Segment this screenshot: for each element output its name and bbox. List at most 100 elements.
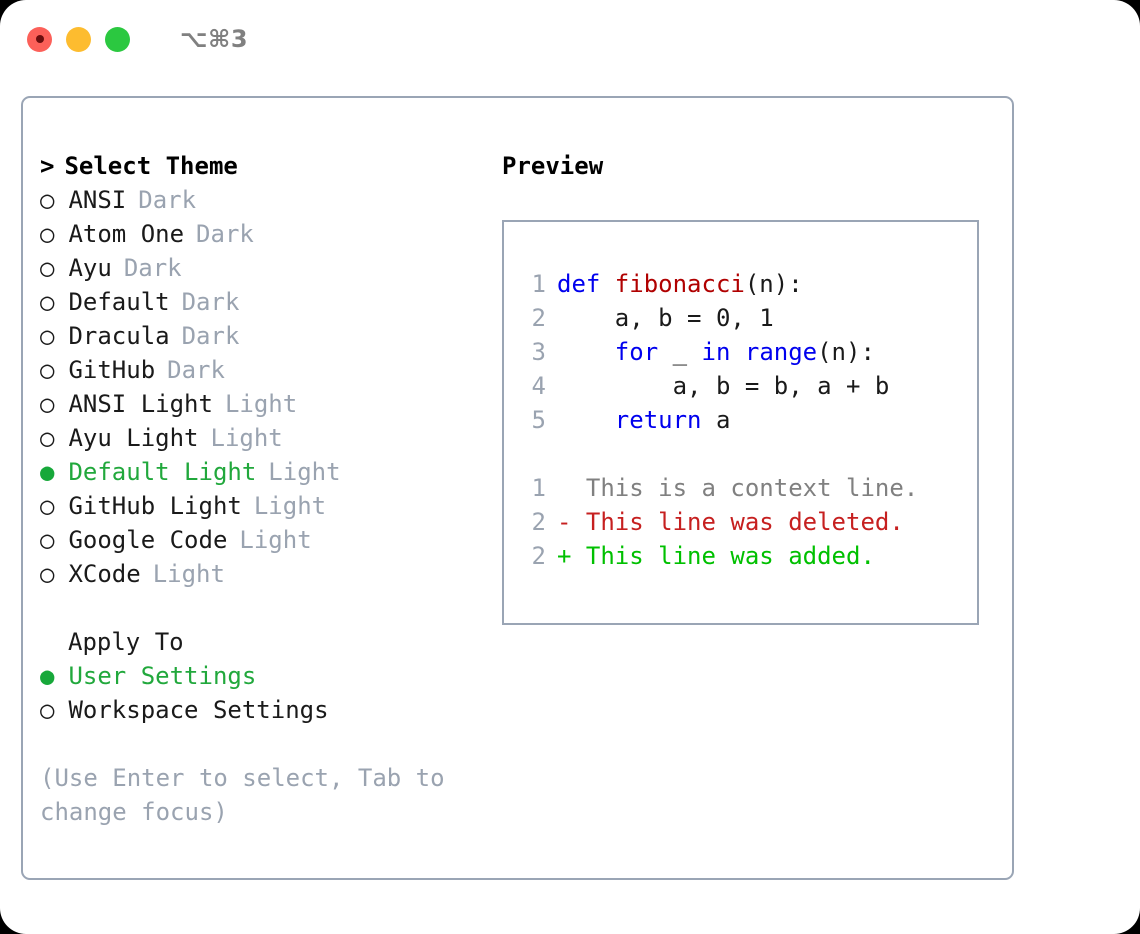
theme-variant-tag: Light bbox=[239, 526, 312, 554]
code-token: fibonacci bbox=[614, 270, 745, 298]
theme-name-label: Default bbox=[68, 288, 170, 316]
code-line: 3 for _ in range(n): bbox=[504, 335, 977, 369]
code-token: a, b = b, a + b bbox=[557, 372, 890, 400]
radio-unselected-icon: ○ bbox=[40, 322, 55, 350]
theme-list-item[interactable]: ○ Atom One Dark bbox=[40, 217, 500, 251]
theme-name-label: GitHub bbox=[68, 356, 156, 384]
caret-icon: > bbox=[40, 152, 55, 180]
theme-list-item[interactable]: ○ ANSI Dark bbox=[40, 183, 500, 217]
title-bar: ⌥⌘3 bbox=[0, 0, 1140, 78]
diff-line: 2- This line was deleted. bbox=[504, 505, 977, 539]
spacer bbox=[40, 591, 500, 625]
theme-picker-title: Select Theme bbox=[64, 152, 238, 180]
apply-to-option[interactable]: ○ Workspace Settings bbox=[40, 693, 500, 727]
theme-name-label: Dracula bbox=[68, 322, 170, 350]
line-number: 3 bbox=[531, 338, 546, 366]
theme-list-item[interactable]: ○ Ayu Dark bbox=[40, 251, 500, 285]
theme-list-item[interactable]: ○ Dracula Dark bbox=[40, 319, 500, 353]
theme-name-label: Google Code bbox=[68, 526, 228, 554]
diff-text: This is a context line. bbox=[571, 474, 919, 502]
line-number: 2 bbox=[531, 508, 546, 536]
theme-name-label: ANSI Light bbox=[68, 390, 213, 418]
apply-to-label: User Settings bbox=[68, 662, 257, 690]
theme-variant-tag: Dark bbox=[123, 254, 182, 282]
radio-unselected-icon: ○ bbox=[40, 424, 55, 452]
theme-name-label: Atom One bbox=[68, 220, 185, 248]
radio-unselected-icon: ○ bbox=[40, 254, 55, 282]
theme-name-label: ANSI bbox=[68, 186, 127, 214]
theme-list-item[interactable]: ● Default Light Light bbox=[40, 455, 500, 489]
radio-unselected-icon: ○ bbox=[40, 186, 55, 214]
radio-unselected-icon: ○ bbox=[40, 696, 55, 724]
code-line: 1 def fibonacci(n): bbox=[504, 267, 977, 301]
code-token bbox=[557, 338, 615, 366]
radio-unselected-icon: ○ bbox=[40, 390, 55, 418]
theme-list-item[interactable]: ○ GitHub Dark bbox=[40, 353, 500, 387]
theme-variant-tag: Light bbox=[268, 458, 341, 486]
keyboard-hint: (Use Enter to select, Tab to change focu… bbox=[40, 764, 445, 826]
theme-list-item[interactable]: ○ Ayu Light Light bbox=[40, 421, 500, 455]
theme-name-label: Default Light bbox=[68, 458, 257, 486]
code-token: def bbox=[557, 270, 615, 298]
diff-marker: + bbox=[557, 542, 572, 570]
minimize-button-icon[interactable] bbox=[66, 26, 91, 52]
diff-text: This line was added. bbox=[571, 542, 875, 570]
code-token: a bbox=[701, 406, 731, 434]
code-token: _ bbox=[658, 338, 702, 366]
theme-variant-tag: Dark bbox=[181, 322, 240, 350]
code-token: a, b = 0, 1 bbox=[557, 304, 774, 332]
theme-list-item[interactable]: ○ Default Dark bbox=[40, 285, 500, 319]
code-token: (n): bbox=[744, 270, 803, 298]
theme-variant-tag: Light bbox=[224, 390, 298, 418]
radio-selected-icon: ● bbox=[40, 662, 55, 690]
diff-marker: - bbox=[557, 508, 572, 536]
code-token bbox=[557, 406, 615, 434]
theme-list-item[interactable]: ○ Google Code Light bbox=[40, 523, 500, 557]
code-gap bbox=[504, 437, 977, 471]
code-token: for bbox=[614, 338, 659, 366]
radio-unselected-icon: ○ bbox=[40, 526, 55, 554]
radio-selected-icon: ● bbox=[40, 458, 55, 486]
line-number: 1 bbox=[531, 474, 546, 502]
line-number: 2 bbox=[531, 304, 546, 332]
diff-line: 1 This is a context line. bbox=[504, 471, 977, 505]
theme-variant-tag: Dark bbox=[196, 220, 254, 248]
maximize-button-icon[interactable] bbox=[105, 26, 130, 52]
radio-unselected-icon: ○ bbox=[40, 356, 55, 384]
theme-list-item[interactable]: ○ ANSI Light Light bbox=[40, 387, 500, 421]
radio-unselected-icon: ○ bbox=[40, 288, 55, 316]
code-line: 4 a, b = b, a + b bbox=[504, 369, 977, 403]
line-number: 1 bbox=[531, 270, 546, 298]
theme-name-label: Ayu bbox=[68, 254, 112, 282]
close-button-icon[interactable] bbox=[27, 26, 52, 52]
code-sample: 1 def fibonacci(n): 2 a, b = 0, 1 3 for _ i… bbox=[504, 267, 977, 437]
theme-picker-header: > Select Theme bbox=[40, 149, 500, 183]
diff-marker bbox=[557, 474, 571, 502]
radio-unselected-icon: ○ bbox=[40, 220, 55, 248]
theme-name-label: Ayu Light bbox=[68, 424, 199, 452]
theme-variant-tag: Dark bbox=[181, 288, 240, 316]
theme-name-label: XCode bbox=[68, 560, 141, 588]
theme-variant-tag: Dark bbox=[167, 356, 225, 384]
diff-sample: 1 This is a context line.2- This line wa… bbox=[504, 471, 977, 573]
theme-variant-tag: Dark bbox=[138, 186, 197, 214]
diff-text: This line was deleted. bbox=[571, 508, 904, 536]
apply-to-label: Workspace Settings bbox=[68, 696, 329, 724]
radio-unselected-icon: ○ bbox=[40, 560, 55, 588]
line-number: 4 bbox=[531, 372, 546, 400]
apply-to-option[interactable]: ● User Settings bbox=[40, 659, 500, 693]
apply-to-list: ● User Settings○ Workspace Settings bbox=[40, 659, 500, 727]
theme-name-label: GitHub Light bbox=[68, 492, 242, 520]
code-token: return bbox=[614, 406, 702, 434]
line-number: 5 bbox=[531, 406, 546, 434]
theme-variant-tag: Light bbox=[210, 424, 283, 452]
window-controls bbox=[27, 26, 130, 52]
diff-line: 2+ This line was added. bbox=[504, 539, 977, 573]
